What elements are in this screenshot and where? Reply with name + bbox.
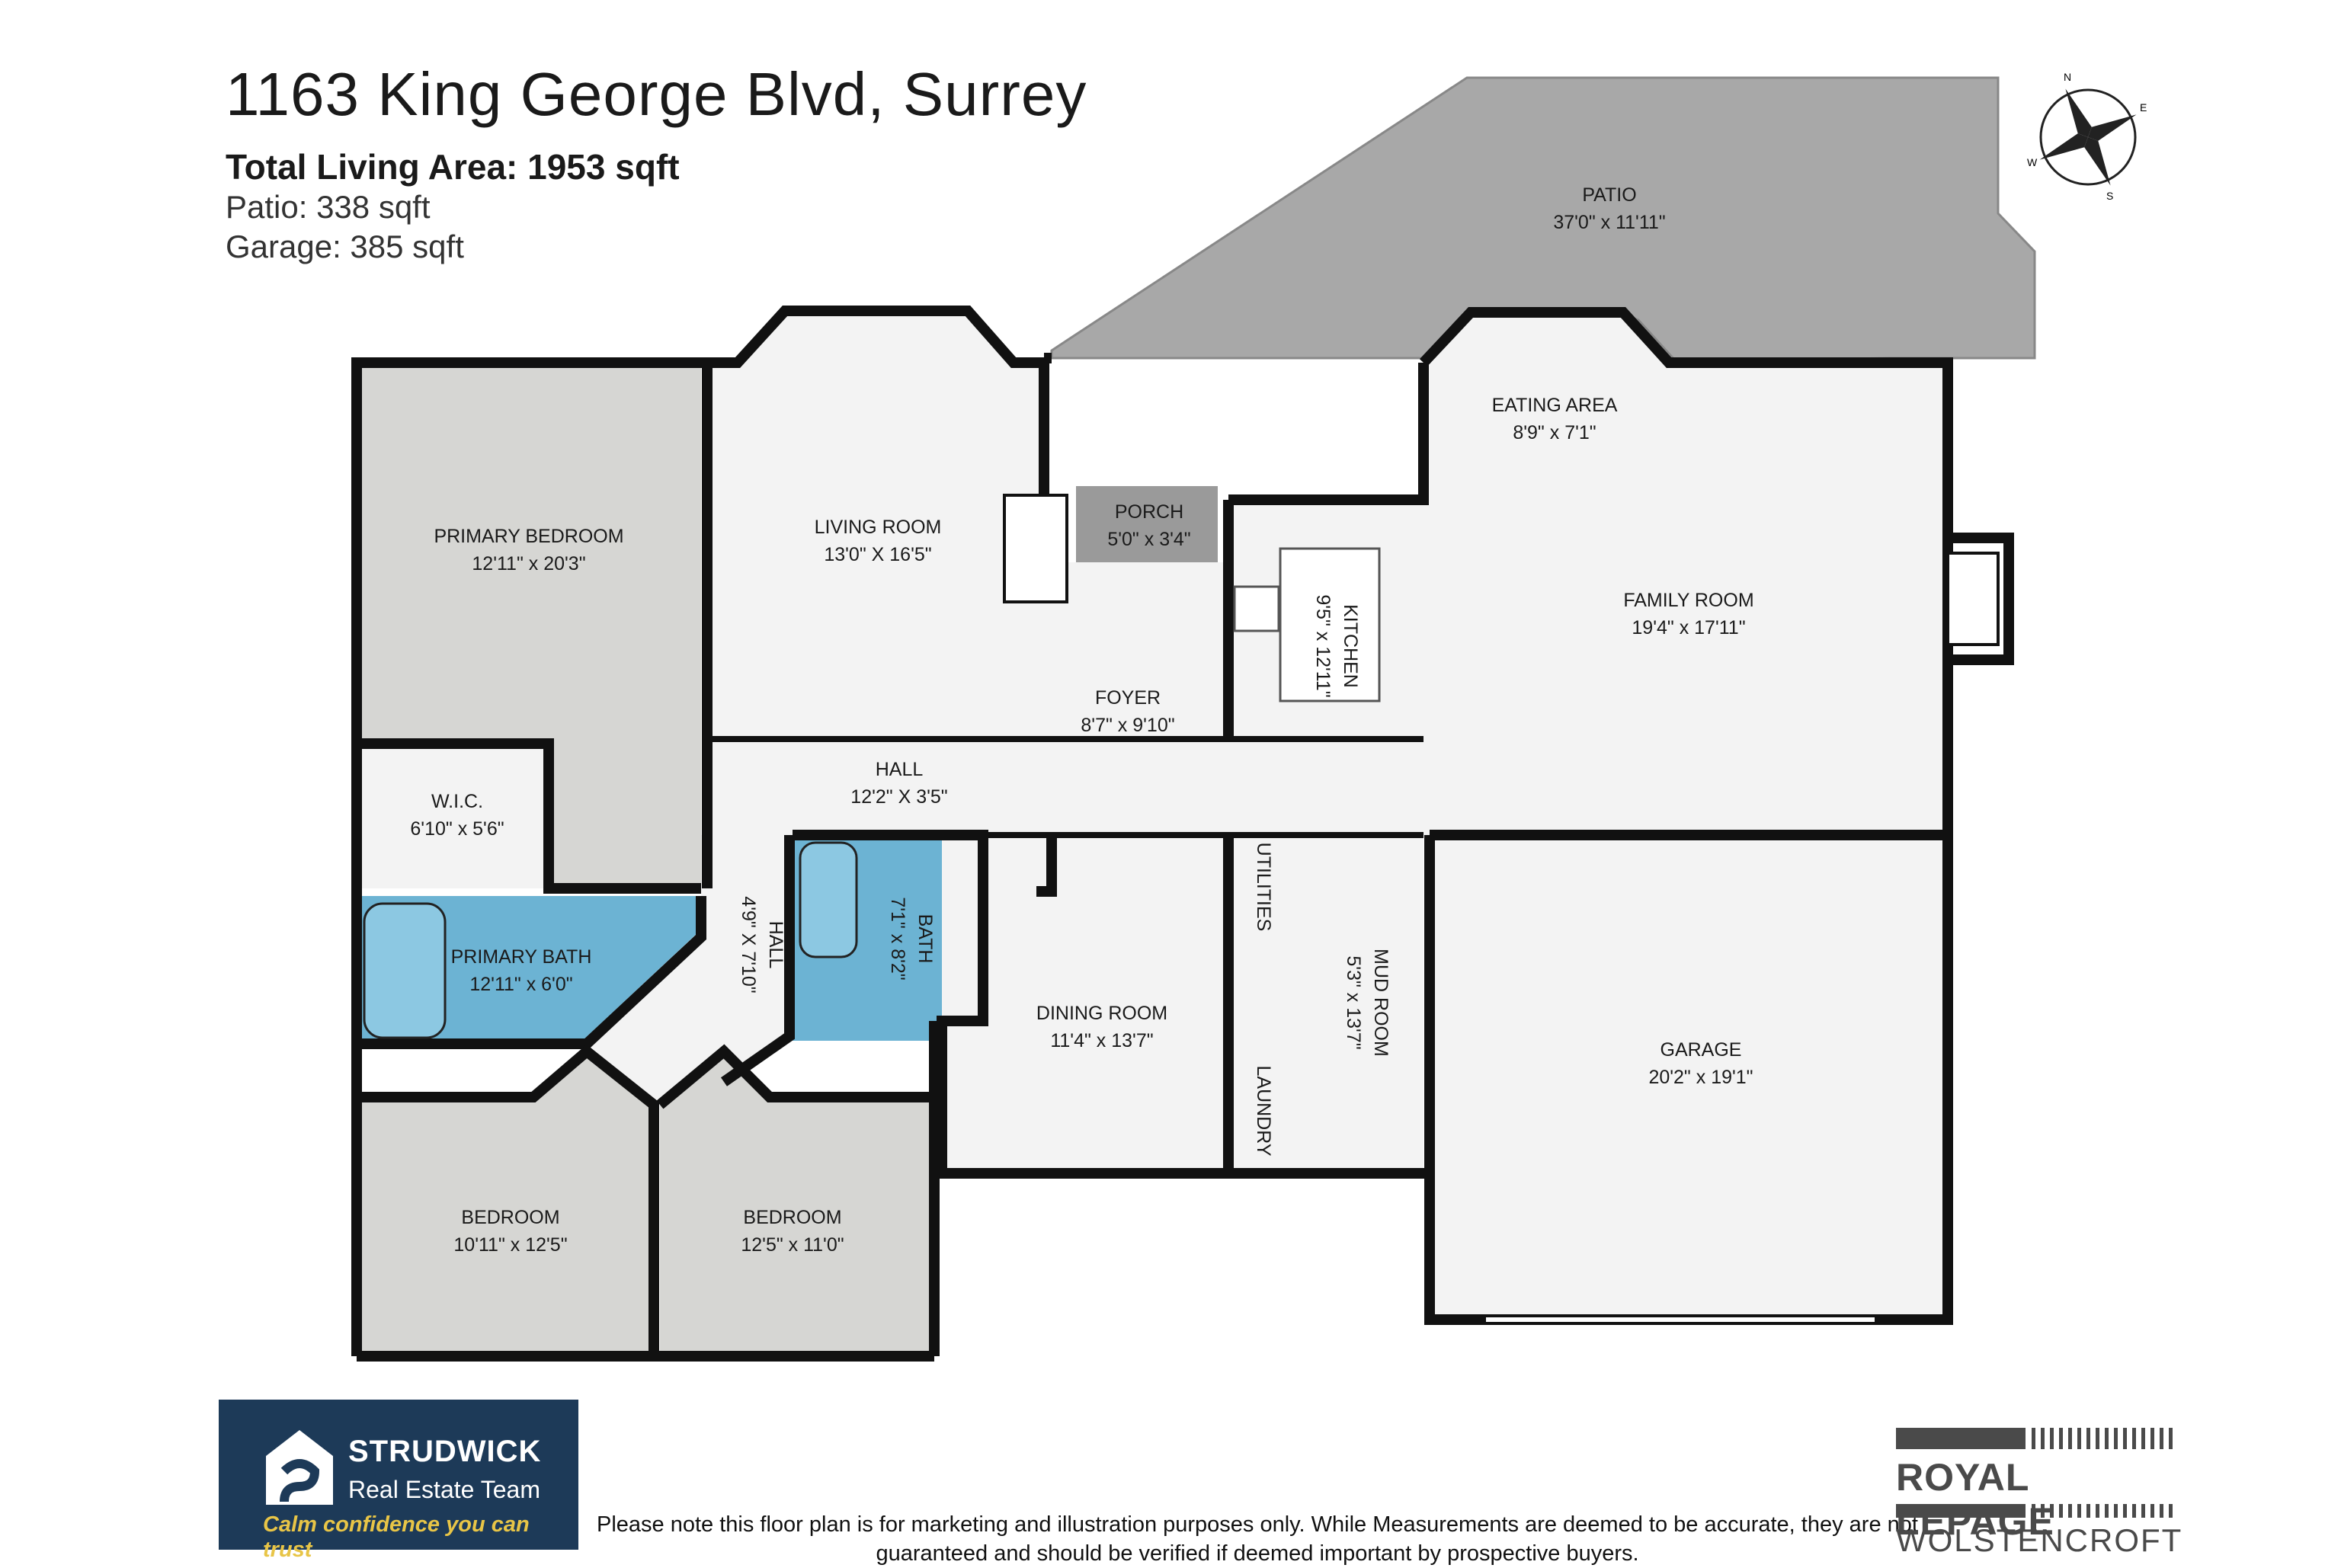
walls: [351, 306, 2014, 1362]
compass-s: S: [2106, 190, 2113, 202]
porch-dims: 5'0" x 3'4": [1107, 529, 1190, 550]
bedroom-right-label: BEDROOM: [743, 1207, 841, 1228]
strudwick-logo: STRUDWICK Real Estate Team Calm confiden…: [219, 1400, 578, 1562]
family-fireplace-shape: [1946, 552, 2000, 646]
hall-side-label: HALL: [765, 921, 786, 969]
laundry-label: LAUNDRY: [1253, 1065, 1274, 1156]
family-room-shape: [1423, 312, 1948, 835]
bedroom-left-dims: 10'11" x 12'5": [453, 1234, 567, 1256]
foyer-label: FOYER: [1095, 687, 1161, 709]
bath-dims: 7'1" x 8'2": [887, 897, 908, 980]
compass-n: N: [2064, 71, 2071, 83]
dining-room-dims: 11'4" x 13'7": [1050, 1030, 1153, 1051]
compass-e: E: [2140, 101, 2147, 114]
house-logo-icon: [266, 1430, 333, 1505]
garage-label: GARAGE: [1660, 1039, 1742, 1061]
side-hall-shape: [587, 835, 789, 1100]
wic-dims: 6'10" x 5'6": [410, 818, 504, 840]
tub-primary-shape: [363, 902, 447, 1039]
hall-main-dims: 12'2" X 3'5": [850, 786, 947, 808]
kitchen-dims: 9'5" x 12'11": [1312, 594, 1334, 697]
total-living-area: Total Living Area: 1953 sqft: [226, 147, 680, 187]
bath-label: BATH: [914, 914, 936, 964]
living-room-shape: [707, 311, 1044, 739]
compass-w: W: [2027, 156, 2038, 168]
kitchen-island-shape: [1279, 547, 1381, 702]
utilities-label: UTILITIES: [1253, 843, 1274, 932]
primary-bedroom-dims: 12'11" x 20'3": [472, 553, 585, 574]
team-subtitle: Real Estate Team: [348, 1476, 540, 1503]
primary-bath-dims: 12'11" x 6'0": [469, 974, 572, 995]
property-address: 1163 King George Blvd, Surrey: [226, 60, 1087, 128]
living-fireplace-shape: [1003, 494, 1068, 603]
patio-area: Patio: 338 sqft: [226, 189, 431, 225]
mud-room-shape: [1228, 835, 1423, 1173]
primary-bath-label: PRIMARY BATH: [451, 946, 592, 968]
eating-area-label: EATING AREA: [1492, 395, 1618, 416]
disclaimer: Please note this floor plan is for marke…: [597, 1512, 1918, 1566]
family-room-dims: 19'4" x 17'11": [1632, 617, 1745, 638]
mud-room-label: MUD ROOM: [1370, 949, 1391, 1057]
eating-area-dims: 8'9" x 7'1": [1513, 422, 1596, 443]
foyer-dims: 8'7" x 9'10": [1081, 715, 1174, 736]
bedroom-right-shape: [660, 1051, 934, 1356]
garage-dims: 20'2" x 19'1": [1648, 1067, 1753, 1088]
bedroom-left-label: BEDROOM: [461, 1207, 559, 1228]
dining-room-shape: [942, 835, 1224, 1173]
porch-label: PORCH: [1115, 501, 1183, 523]
team-tagline: Calm confidence you can trust: [263, 1512, 530, 1562]
brokerage-office: WOLSTENCROFT: [1896, 1522, 2183, 1558]
garage-area: Garage: 385 sqft: [226, 229, 464, 264]
bedroom-left-shape: [357, 1051, 654, 1356]
cooktop-shape: [1233, 585, 1280, 632]
wic-shape: [357, 739, 549, 888]
living-room-label: LIVING ROOM: [815, 517, 942, 538]
porch-shape: [1076, 486, 1218, 562]
bedroom-right-dims: 12'5" x 11'0": [741, 1234, 844, 1256]
garage-shape: [1430, 841, 1948, 1320]
kitchen-label: KITCHEN: [1340, 604, 1361, 688]
hall-main-label: HALL: [876, 759, 924, 780]
team-name: STRUDWICK: [348, 1435, 542, 1468]
family-room-label: FAMILY ROOM: [1623, 590, 1753, 611]
hall-side-dims: 4'9" X 7'10": [738, 896, 759, 993]
dining-room-label: DINING ROOM: [1036, 1003, 1167, 1024]
patio-label: PATIO: [1582, 184, 1636, 206]
foyer-hall-shape: [707, 739, 1423, 835]
living-room-dims: 13'0" X 16'5": [824, 544, 931, 565]
compass-rose-icon: N E S W: [2027, 71, 2147, 202]
patio-dims: 37'0" x 11'11": [1553, 212, 1665, 233]
mud-room-dims: 5'3" x 13'7": [1343, 955, 1364, 1049]
primary-bedroom-label: PRIMARY BEDROOM: [434, 526, 623, 547]
logo-bars-top: [1896, 1428, 2173, 1449]
tub-bath-shape: [799, 841, 858, 958]
wic-label: W.I.C.: [431, 791, 483, 812]
patio-area-shape: [1050, 76, 2036, 363]
logo-bars-bottom: [1896, 1504, 2173, 1518]
